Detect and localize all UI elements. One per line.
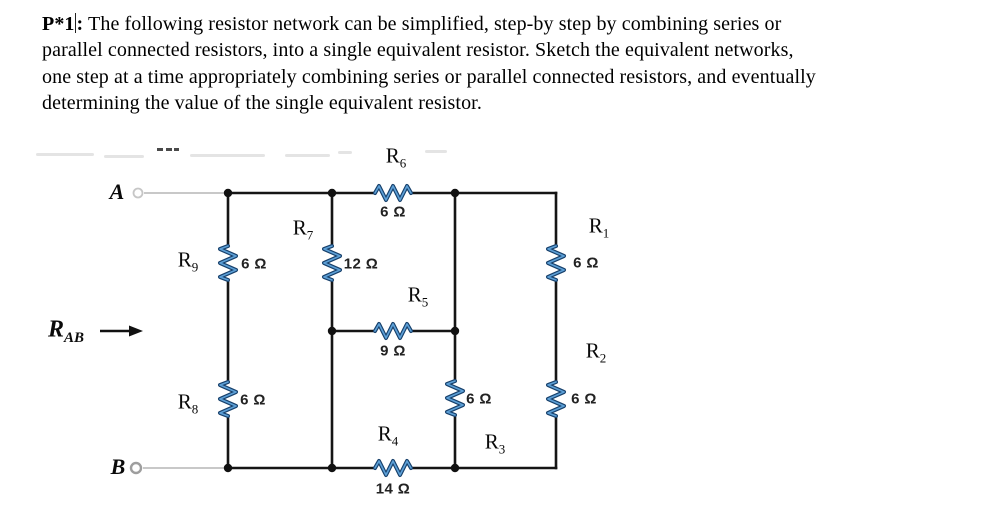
resistor-r9-symbol — [218, 244, 238, 282]
problem-line: one step at a time appropriately combini… — [42, 65, 816, 88]
rab-label-base: R — [48, 316, 65, 343]
resistor-label-r3: R3 — [484, 429, 506, 457]
resistor-r4-symbol — [373, 459, 413, 477]
resistor-label-r2: R2 — [585, 338, 607, 366]
resistor-label-r8: R8 — [177, 389, 199, 417]
problem-line-text: The following resistor network can be si… — [83, 13, 782, 35]
resistor-value-r3: 6 Ω — [466, 390, 492, 408]
resistor-value-r9: 6 Ω — [241, 255, 267, 273]
problem-statement: P*1: The following resistor network can … — [42, 11, 972, 117]
erasure-smudge — [338, 151, 352, 154]
resistor-label-r5: R5 — [407, 282, 429, 310]
resistor-value-r8: 6 Ω — [240, 391, 266, 409]
erasure-smudge — [104, 155, 144, 158]
erasure-smudge — [190, 154, 265, 157]
resistor-value-r5: 9 Ω — [380, 342, 406, 360]
resistor-value-r7: 12 Ω — [343, 255, 379, 273]
erasure-smudge — [285, 154, 330, 157]
resistor-value-r4: 14 Ω — [375, 480, 411, 498]
problem-line: P*1: The following resistor network can … — [42, 11, 972, 37]
resistor-r2-symbol — [546, 380, 566, 418]
problem-number: P*1 — [42, 13, 75, 35]
resistor-r5-symbol — [373, 322, 413, 340]
resistor-label-r1: R1 — [588, 213, 610, 241]
junction-dots — [223, 188, 460, 473]
rab-arrow — [100, 325, 143, 337]
terminal-b-label: B — [110, 454, 126, 479]
terminal-a-label: A — [109, 179, 125, 204]
problem-line: determining the value of the single equi… — [42, 92, 482, 115]
problem-number-colon: : — [76, 13, 84, 35]
erasure-dash — [166, 148, 172, 151]
terminal-b-node — [129, 461, 143, 475]
resistor-label-r7: R7 — [292, 215, 314, 243]
erasure-dash — [157, 148, 163, 151]
erasure-dash — [174, 148, 179, 151]
resistor-label-r6: R6 — [385, 143, 407, 171]
erasure-smudge — [36, 153, 94, 156]
resistor-r6-symbol — [373, 184, 413, 202]
text-cursor — [75, 13, 77, 33]
resistor-value-r1: 6 Ω — [573, 254, 599, 272]
terminal-a-node — [132, 187, 144, 199]
resistor-r3-symbol — [445, 379, 465, 417]
rab-label: RAB — [48, 316, 85, 347]
problem-line: parallel connected resistors, into a sin… — [42, 39, 794, 62]
resistor-value-r6: 6 Ω — [380, 203, 406, 221]
resistor-label-r4: R4 — [377, 421, 399, 449]
resistor-r8-symbol — [218, 380, 238, 418]
resistor-label-r9: R9 — [177, 247, 199, 275]
rab-label-sub: AB — [64, 330, 85, 347]
resistor-r7-symbol — [322, 244, 342, 282]
resistor-value-r2: 6 Ω — [571, 390, 597, 408]
resistor-r1-symbol — [546, 244, 566, 282]
erasure-smudge — [425, 150, 447, 153]
